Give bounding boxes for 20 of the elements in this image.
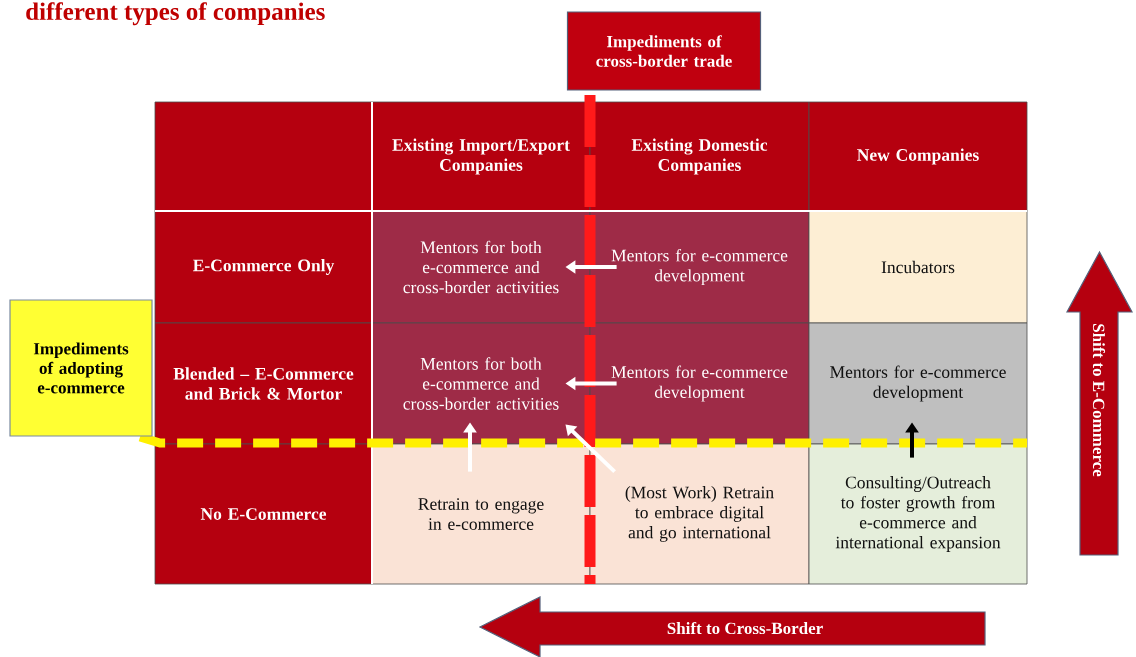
table-cell: Consulting/Outreach to foster growth from e-commerce and international expansion <box>808 443 1028 585</box>
header-cell: Existing Domestic Companies <box>589 101 810 212</box>
table-cell: Mentors for both e-commerce and cross-border activities <box>371 322 591 445</box>
header-cell: Blended – E-Commerce and Brick & Mortor <box>154 322 373 445</box>
table-cell: Mentors for e-commerce development <box>589 322 810 445</box>
table-cell <box>154 101 373 212</box>
table-cell: Incubators <box>808 210 1028 324</box>
arrow <box>565 424 616 474</box>
table-cell: Mentors for e-commerce development <box>589 210 810 324</box>
table-cell: (Most Work) Retrain to embrace digital and go international <box>589 443 810 585</box>
header-cell: No E-Commerce <box>154 443 373 585</box>
table-cell: Retrain to engage in e-commerce <box>371 443 591 585</box>
callout-box: Impediments of cross-border trade <box>566 11 762 91</box>
table-cell: Mentors for both e-commerce and cross-border activities <box>371 210 591 324</box>
header-cell: New Companies <box>808 101 1028 212</box>
title: different types of companies <box>26 2 325 26</box>
header-cell: Existing Import/Export Companies <box>371 101 591 212</box>
callout-box: Impediments of adopting e-commerce <box>9 299 153 437</box>
table-cell: Mentors for e-commerce development <box>808 322 1028 445</box>
header-cell: E-Commerce Only <box>154 210 373 324</box>
